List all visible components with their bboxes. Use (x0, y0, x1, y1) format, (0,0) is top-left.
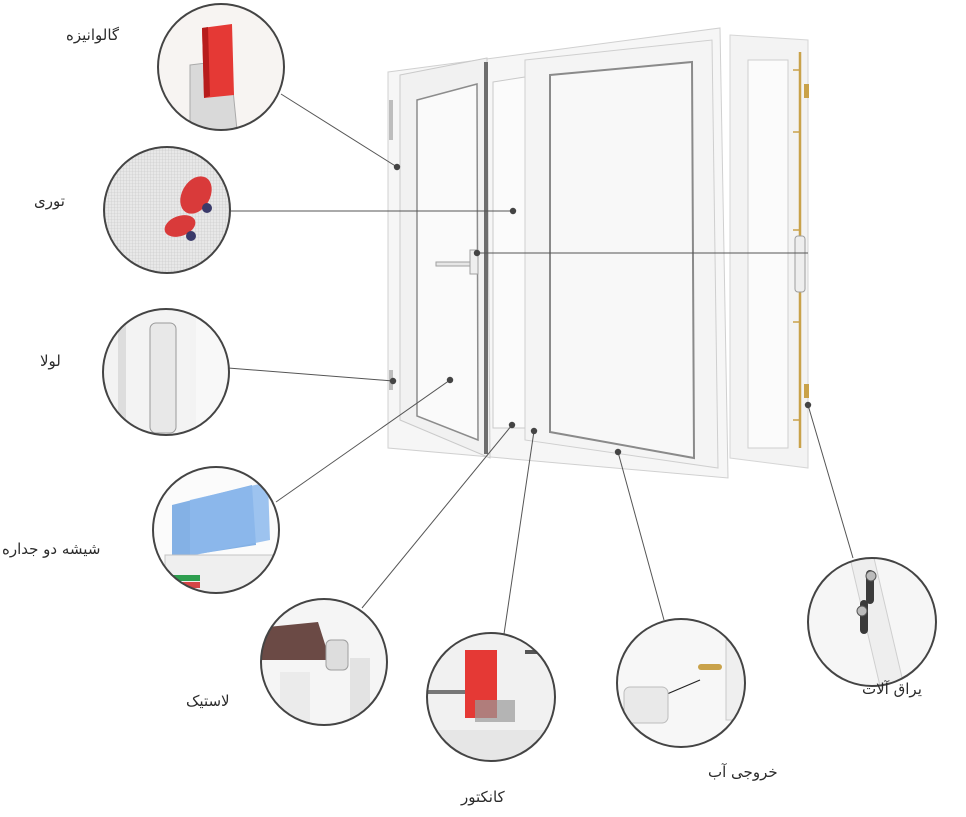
label-connector: کانکتور (461, 788, 505, 806)
fixed-glass (549, 60, 696, 460)
right-open-sash (729, 34, 809, 469)
label-gasket: لاستیک (186, 692, 230, 710)
detail-hardware-icon (807, 557, 937, 687)
label-mesh: توری (34, 192, 65, 210)
detail-galvanized-icon (157, 3, 285, 131)
detail-water-outlet-icon (616, 618, 746, 748)
anchor-dots (389, 163, 812, 456)
label-double-glazing: شیشه دو جداره (2, 540, 101, 558)
label-hinge: لولا (40, 352, 61, 370)
detail-double-glazing-icon (152, 466, 280, 594)
label-galvanized: گالوانیزه (66, 26, 120, 44)
window-illustration (387, 27, 809, 479)
detail-connector-icon (426, 632, 556, 762)
label-water-outlet: خروجی آب (708, 763, 778, 781)
detail-hinge-icon (102, 308, 230, 436)
label-hardware: یراق آلات (862, 680, 922, 698)
leader-lines (227, 93, 854, 635)
detail-gasket-icon (260, 598, 388, 726)
detail-mesh-icon (103, 146, 231, 274)
